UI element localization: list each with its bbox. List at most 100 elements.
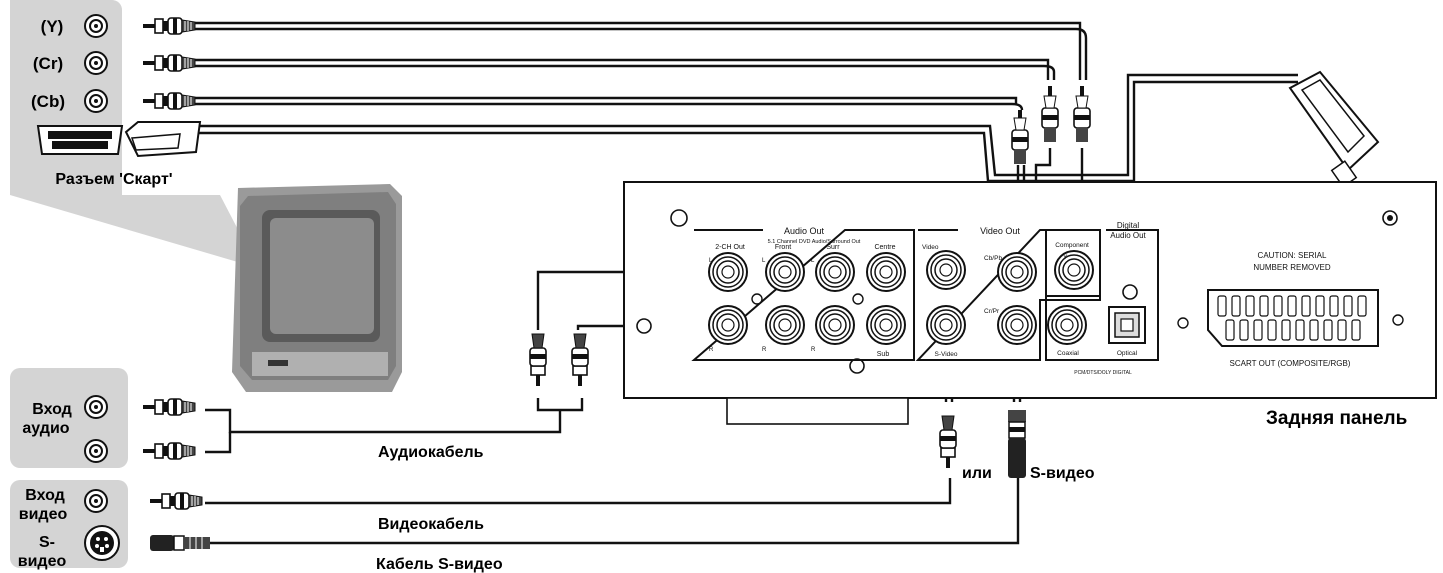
label-component: Component [1055,242,1089,249]
label-surr-l: L [811,258,815,264]
optical-jack-icon [1108,306,1146,344]
jack-centre-icon [866,252,906,292]
label-surr-r: R [811,347,816,353]
scart-pin [1301,295,1311,317]
scart-pin [1281,319,1291,341]
cr-input-jack-icon [84,51,108,75]
scart-pin [1343,295,1353,317]
label-video-out: Video Out [980,226,1020,236]
scart-pin [1273,295,1283,317]
label-surr: Surr [826,244,840,251]
label-audio-sub: 5.1 Channel DVD Audio/Surround Out [768,239,861,245]
label-video-cable: Видеокабель [378,516,484,533]
label-component-y: Y [1063,254,1068,261]
svideo-in-jack-icon [84,525,120,561]
label-audio-in-1: Вход [32,401,72,418]
label-2ch-r: R [709,347,714,353]
audio-in-jack-l-icon [84,395,108,419]
label-or: или [962,465,992,482]
label-audio-out: Audio Out [784,226,825,236]
label-front-l: L [762,258,766,264]
tv-input-backdrop [10,0,258,568]
label-rear-panel: Задняя панель [1266,408,1407,429]
video-plug-icon [149,492,203,510]
label-svideo-in-2: видео [18,553,67,570]
y-plug-icon [142,17,196,35]
label-digital-2: Audio Out [1110,231,1146,240]
label-front: Front [775,244,791,251]
label-video-in-2: видео [19,506,68,523]
scart-pin [1309,319,1319,341]
scart-pin [1231,295,1241,317]
jack-video-icon [926,250,966,290]
jack-surr-l-icon [815,252,855,292]
scart-pin [1217,295,1227,317]
scart-pin [1267,319,1277,341]
label-2ch-out: 2-CH Out [715,244,745,251]
jack-sub-icon [866,305,906,345]
audio-cable-plug-r-icon [571,333,589,387]
label-cb: (Cb) [31,92,65,111]
tv-scart-plug-icon [124,121,202,158]
panel-scart-plug-icon [1288,70,1380,188]
label-svideo: S-Video [934,351,957,358]
scart-pin [1239,319,1249,341]
label-scart-out: SCART OUT (COMPOSITE/RGB) [1230,359,1351,368]
jack-component-y-icon [1054,250,1094,290]
audio-plug-l-icon [142,398,196,416]
label-coaxial: Coaxial [1057,350,1079,357]
component-plug-y-icon [1073,86,1091,142]
label-scart: Разъем 'Скарт' [55,171,172,188]
label-y: (Y) [41,17,64,36]
label-front-r: R [762,347,767,353]
label-caution-2: NUMBER REMOVED [1253,263,1331,272]
svideo-plug-tv-icon [150,535,210,551]
label-cb-pb: Cb/Pb [984,255,1002,262]
label-svideo-cable: Кабель S-видео [376,556,503,573]
cb-input-jack-icon [84,89,108,113]
scart-pin [1245,295,1255,317]
label-audio-in-2: аудио [22,420,69,437]
tv-set [232,184,402,392]
video-in-jack-icon [84,489,108,513]
cb-plug-icon [142,92,196,110]
label-svideo-plug: S-видео [1030,465,1095,482]
scart-pin [1295,319,1305,341]
audio-plug-r-icon [142,442,196,460]
jack-svideo-icon [926,305,966,345]
label-centre: Centre [874,244,895,251]
scart-pin [1259,295,1269,317]
label-sub: Sub [877,351,890,358]
svideo-cable-plug-icon [1008,410,1026,478]
label-video: Video [922,244,939,251]
scart-pin [1253,319,1263,341]
jack-coaxial-icon [1047,305,1087,345]
label-caution-1: CAUTION: SERIAL [1258,251,1327,260]
rear-panel [623,181,1437,425]
scart-pin [1351,319,1361,341]
label-video-in-1: Вход [25,487,65,504]
label-cr-pr: Cr/Pr [984,308,1000,315]
jack-2ch-l-icon [708,252,748,292]
label-cr: (Cr) [33,54,63,73]
panel-scart-socket-icon [1207,289,1379,347]
component-plug-cb-icon [1011,110,1029,164]
video-cable-plug-icon [939,415,957,469]
scart-pin [1315,295,1325,317]
label-optical: Optical [1117,350,1138,357]
jack-cr-pr-icon [997,305,1037,345]
jack-surr-r-icon [815,305,855,345]
label-digital-1: Digital [1117,221,1139,230]
label-audio-cable: Аудиокабель [378,444,484,461]
jack-front-r-icon [765,305,805,345]
scart-pin [1337,319,1347,341]
audio-cable-plug-l-icon [529,333,547,387]
scart-pin [1357,295,1367,317]
label-2ch-l: L [709,258,713,264]
jack-2ch-r-icon [708,305,748,345]
tv-scart-socket-icon [36,125,124,155]
y-input-jack-icon [84,14,108,38]
component-plug-cr-icon [1041,86,1059,142]
scart-pin [1225,319,1235,341]
